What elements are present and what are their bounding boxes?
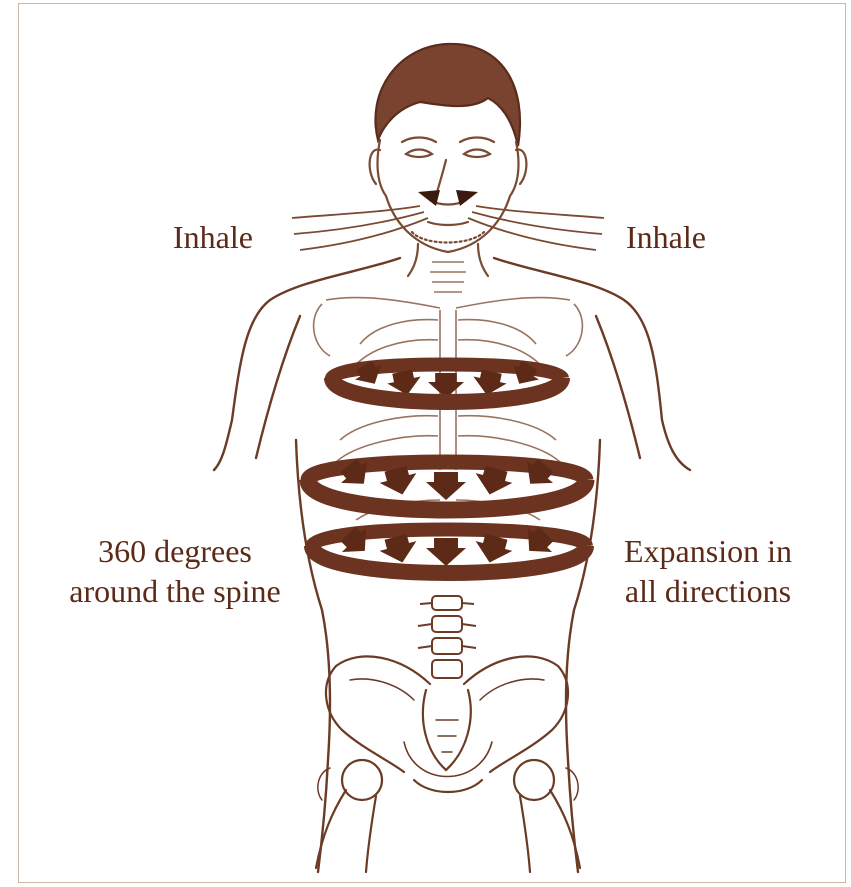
head-sketch — [370, 44, 527, 276]
inhale-label-right: Inhale — [626, 217, 706, 257]
spine-caption-line-2: around the spine — [46, 571, 304, 611]
inhale-label-left: Inhale — [173, 217, 253, 257]
expansion-caption: Expansion in all directions — [608, 531, 808, 611]
expansion-band-middle — [308, 455, 586, 510]
spine-caption: 360 degrees around the spine — [46, 531, 304, 611]
expansion-band-upper — [332, 358, 562, 402]
breath-streams — [292, 206, 604, 250]
spine-caption-line-1: 360 degrees — [46, 531, 304, 571]
expansion-caption-line-2: all directions — [608, 571, 808, 611]
pelvis-sketch — [316, 656, 580, 872]
expansion-caption-line-1: Expansion in — [608, 531, 808, 571]
expansion-band-lower — [312, 522, 586, 573]
spine-sketch — [418, 596, 476, 678]
